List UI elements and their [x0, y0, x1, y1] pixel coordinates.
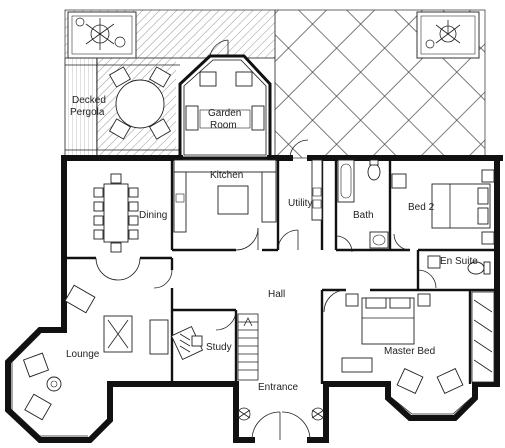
room-label-en-suite: En Suite: [440, 256, 478, 267]
room-label-kitchen: Kitchen: [210, 170, 243, 181]
room-label-garden-room-line1: Garden: [208, 108, 241, 119]
entrance-plant-icons: [237, 407, 325, 421]
planter-left-icon: [67, 11, 137, 59]
pergola-table-icon: [108, 66, 172, 140]
room-label-lounge: Lounge: [66, 349, 100, 360]
decked-pergola-area: [64, 57, 180, 159]
room-label-garden-room-line2: Room: [210, 120, 237, 131]
en-suite-fixtures-icon: [427, 255, 491, 275]
room-label-study: Study: [206, 342, 232, 353]
utility-units-icon: [311, 159, 323, 221]
master-bed-icon: [341, 293, 464, 394]
kitchen-units-icon: [173, 159, 277, 233]
staircase-icon: [237, 313, 259, 381]
garden-room-furniture-icon: [185, 71, 265, 131]
bed2-icon: [391, 169, 495, 245]
wardrobe-icon: [471, 291, 495, 383]
bathtub-icon: [337, 159, 389, 249]
room-label-decked-pergola-line2: Pergola: [70, 107, 105, 118]
room-label-hall: Hall: [268, 289, 285, 300]
dining-table-icon: [93, 173, 139, 253]
room-label-master-bed: Master Bed: [384, 346, 435, 357]
outer-walls: [5, 155, 503, 443]
room-label-utility: Utility: [288, 198, 312, 209]
planter-right-icon: [416, 11, 480, 59]
room-label-bath: Bath: [353, 210, 374, 221]
doors: [95, 139, 437, 441]
room-label-bed2: Bed 2: [408, 202, 435, 213]
lounge-furniture-icon: [22, 284, 169, 421]
study-desk-icon: [170, 325, 204, 361]
room-label-dining: Dining: [139, 210, 167, 221]
room-label-decked-pergola-line1: Decked: [72, 95, 106, 106]
room-label-entrance: Entrance: [258, 382, 298, 393]
